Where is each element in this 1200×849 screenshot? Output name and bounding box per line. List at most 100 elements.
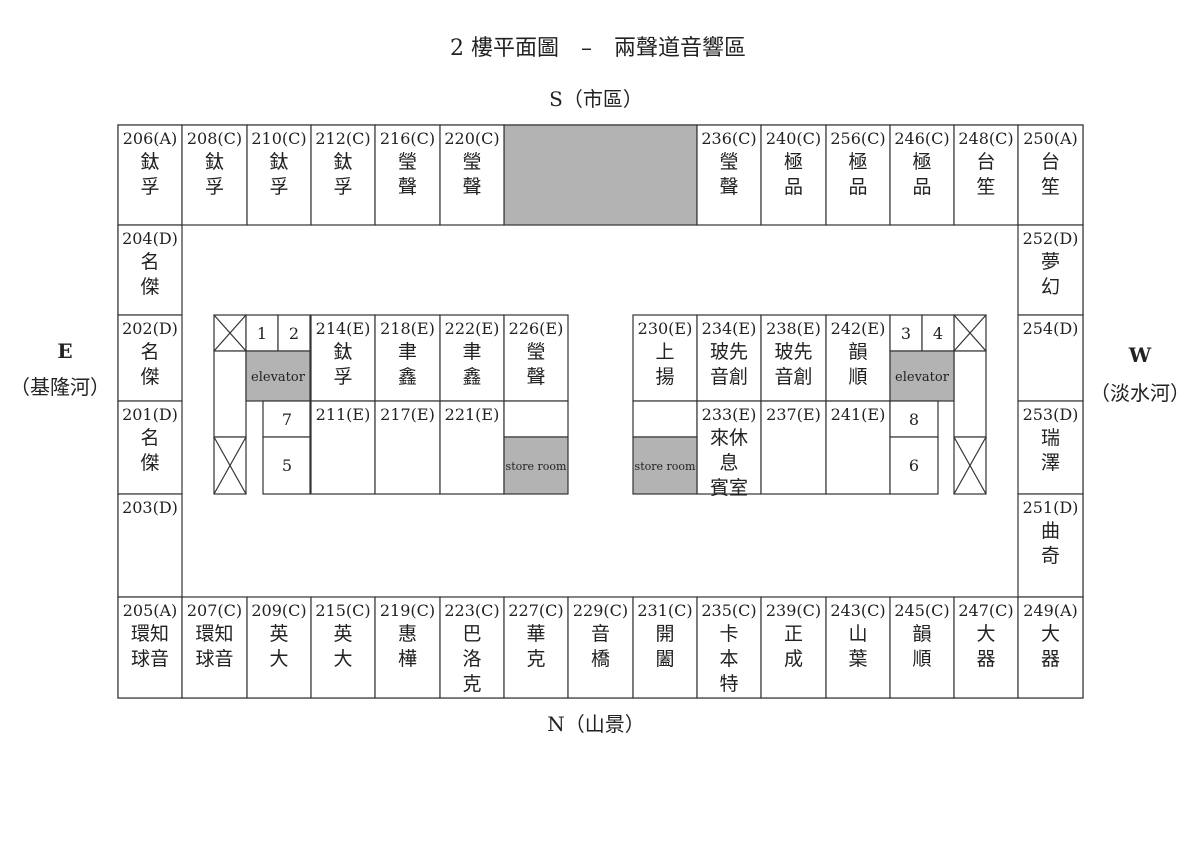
room-tenant-name: 惠 [398,623,417,645]
rooms-layer: 206(A)鈦孚208(C)鈦孚210(C)鈦孚212(C)鈦孚216(C)瑩聲… [117,124,1084,699]
room-cell [246,124,312,226]
room-cell [760,596,827,699]
room-tenant-name: 曲 [1041,520,1060,542]
room-cell [310,124,376,226]
store-room [632,436,698,495]
room-tenant-name: 傑 [140,366,159,388]
room-206: 206(A)鈦孚 [117,124,183,226]
room-252: 252(D)夢幻 [1017,224,1084,316]
room-tenant-name: 成 [784,648,803,670]
room-cell [632,314,698,402]
room-cell [567,596,634,699]
room-tenant-name: 韻 [912,623,931,645]
room-number: 207(C) [187,601,242,620]
room-cell [696,314,762,402]
right-core: 3 4 elevator 8 6 [889,314,987,495]
room-254: 254(D) [1017,314,1084,402]
south-label: S（市區） [549,87,643,111]
room-tenant-name: 夢 [1041,251,1060,273]
room-tenant-name: 傑 [140,452,159,474]
page-title: 2 樓平面圖 – 兩聲道音響區 [450,36,746,61]
room-212: 212(C)鈦孚 [310,124,376,226]
room-tenant-name: 英 [333,623,352,645]
room-tenant-name: 台 [976,151,995,173]
room-tenant-name: 卡 [719,623,738,645]
room-223: 223(C)巴洛克 [439,596,505,699]
store-room-label: store room [635,460,696,473]
room-number: 214(E) [316,319,371,338]
room-cell [696,596,762,699]
room-number: 212(C) [315,129,370,148]
room-tenant-name: 正 [784,623,803,645]
room-tenant-name: 奇 [1041,545,1060,567]
room-248: 248(C)台笙 [953,124,1019,226]
room-tenant-name: 器 [1041,648,1060,670]
room-211: 211(E) [310,400,376,495]
room-tenant-name: 特 [719,673,738,695]
room-tenant-name: 英 [269,623,288,645]
room-cell [503,314,569,402]
room-246: 246(C)極品 [889,124,955,226]
room-202: 202(D)名傑 [117,314,183,402]
room-cell [181,124,248,226]
lift-cell [921,314,955,352]
elevator-block [889,350,955,402]
room-tenant-name: 鈦 [333,341,352,363]
room-cell [117,124,183,226]
room-tenant-name: 瑩 [462,151,481,173]
room-tenant-name: 華 [526,623,545,645]
room-number: 239(C) [766,601,821,620]
room-cell [632,596,698,699]
room-tenant-name: 名 [140,341,159,363]
room-220: 220(C)瑩聲 [439,124,505,226]
room-tenant-name: 瑩 [398,151,417,173]
west-note: （淡水河） [1090,381,1190,405]
room-number: 248(C) [958,129,1013,148]
room-number: 222(E) [445,319,500,338]
room-cell [1017,124,1084,226]
room-218: 218(E)聿鑫 [374,314,441,402]
room-tenant-name: 聲 [398,176,417,198]
room-number: 215(C) [315,601,370,620]
room-blank [632,400,698,438]
room-tenant-name: 瑞 [1041,427,1060,449]
room-tenant-name: 傑 [140,276,159,298]
east-note: （基隆河） [10,375,110,399]
room-tenant-name: 音創 [710,366,748,388]
room-tenant-name: 葉 [848,648,867,670]
room-tenant-name: 環知 [131,623,169,645]
room-tenant-name: 聿 [398,341,417,363]
room-231: 231(C)開闔 [632,596,698,699]
room-tenant-name: 闔 [655,648,674,670]
room-249: 249(A)大器 [1017,596,1084,699]
room-number: 229(C) [573,601,628,620]
lift-cell [889,436,939,495]
room-222: 222(E)聿鑫 [439,314,505,402]
room-209: 209(C)英大 [246,596,312,699]
room-217: 217(E) [374,400,441,495]
room-tenant-name: 澤 [1041,452,1060,474]
room-241: 241(E) [825,400,891,495]
room-number: 230(E) [638,319,693,338]
room-tenant-name: 克 [462,673,481,695]
room-tenant-name: 來休 [710,427,748,449]
room-cell [825,124,891,226]
room-tenant-name: 揚 [655,366,674,388]
room-tenant-name: 本 [719,648,738,670]
room-number: 223(C) [444,601,499,620]
room-239: 239(C) 正成 [760,596,827,699]
room-tenant-name: 極 [848,151,867,173]
room-tenant-name: 孚 [269,176,288,198]
room-tenant-name: 音 [591,623,610,645]
room-242: 242(E)韻順 [825,314,891,402]
room-tenant-name: 山 [848,623,867,645]
room-237: 237(E) [760,400,827,495]
room-tenant-name: 上 [655,341,674,363]
room-cell [374,314,441,402]
room-number: 217(E) [380,405,435,424]
lift-number: 6 [909,456,919,475]
room-number: 206(A) [123,129,178,148]
room-253: 253(D)瑞澤 [1017,400,1084,495]
